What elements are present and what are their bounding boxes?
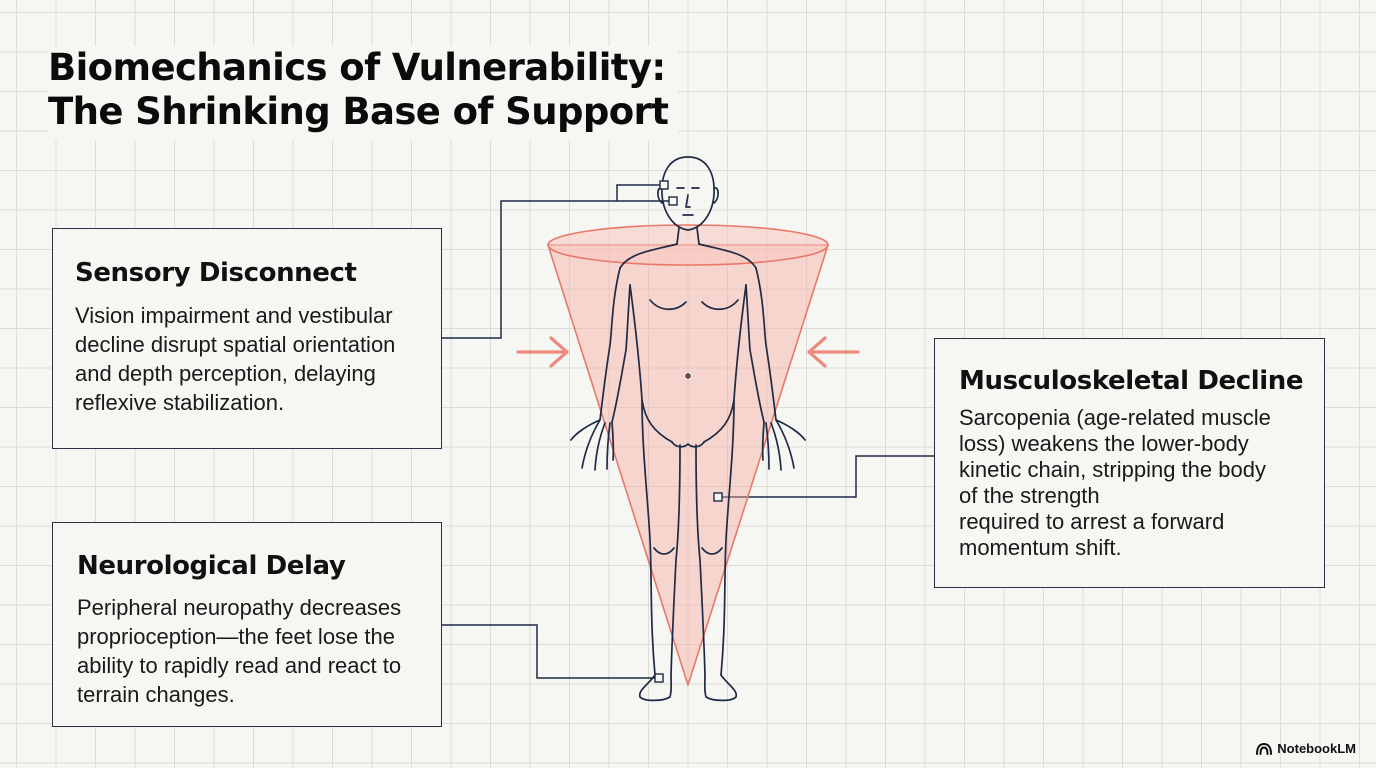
callout-musculoskeletal-decline: Musculoskeletal Decline Sarcopenia (age-… [934,338,1325,588]
callout-sensory-disconnect: Sensory Disconnect Vision impairment and… [52,228,442,449]
marker-eye [668,196,678,206]
brand-watermark: NotebookLM [1256,741,1356,756]
connector-lines [442,184,934,679]
marker-ankle [654,673,664,683]
figure-legs-outer [641,399,735,676]
callout-musculo-body: Sarcopenia (age-related muscle loss) wea… [959,405,1309,561]
callout-musculo-line: momentum shift. [959,535,1122,560]
figure-neck [676,227,700,245]
target-markers [654,180,723,683]
figure-shoulders [619,243,757,269]
marker-ear [659,180,669,190]
human-figure [570,156,806,702]
connector-sensory-ear [616,184,664,201]
cone-top-rim [547,224,829,266]
page-title: Biomechanics of Vulnerability: The Shrin… [48,46,679,140]
callout-musculo-line: of the strength [959,483,1100,508]
callout-musculo-heading: Musculoskeletal Decline [959,366,1304,396]
figure-arm-left [599,267,631,423]
callout-neuro-body: Peripheral neuropathy decreases proprioc… [77,595,402,707]
arrow-right-icon [516,336,569,368]
cone-body [547,244,829,686]
marker-thigh [713,492,723,502]
callout-musculo-line: kinetic chain, stripping the body [959,457,1266,482]
figure-navel [685,373,691,379]
support-cone [547,224,829,686]
connector-neuro-foot [442,624,659,679]
figure-foot-left [638,674,673,702]
connector-musculo-thigh [718,455,934,498]
callout-sensory-body: Vision impairment and vestibular decline… [75,303,396,415]
figure-torso [629,284,747,443]
compression-arrows [516,336,860,368]
connector-sensory-eye [442,200,673,339]
figure-chest [649,299,739,311]
callout-sensory-heading: Sensory Disconnect [75,258,357,288]
figure-ear-right [713,187,719,204]
arrow-left-icon [807,336,860,368]
figure-head [661,156,715,231]
figure-groin [671,441,705,448]
figure-foot-right [703,674,738,702]
notebooklm-logo-icon [1256,742,1273,755]
brand-label: NotebookLM [1277,741,1356,756]
figure-knees [653,547,723,555]
figure-arm-right [745,267,777,423]
callout-neurological-delay: Neurological Delay Peripheral neuropathy… [52,522,442,727]
callout-musculo-line: Sarcopenia (age-related muscle [959,405,1271,430]
page-title-line-2: The Shrinking Base of Support [48,90,669,133]
page-title-line-1: Biomechanics of Vulnerability: [48,46,666,89]
figure-hand-right [761,419,806,471]
callout-musculo-line: loss) weakens the lower-body [959,431,1249,456]
figure-hand-left [570,419,615,471]
figure-face [676,187,700,216]
figure-legs-inner [670,444,706,676]
callout-musculo-line: required to arrest a forward [959,509,1225,534]
callout-neuro-heading: Neurological Delay [77,551,346,581]
